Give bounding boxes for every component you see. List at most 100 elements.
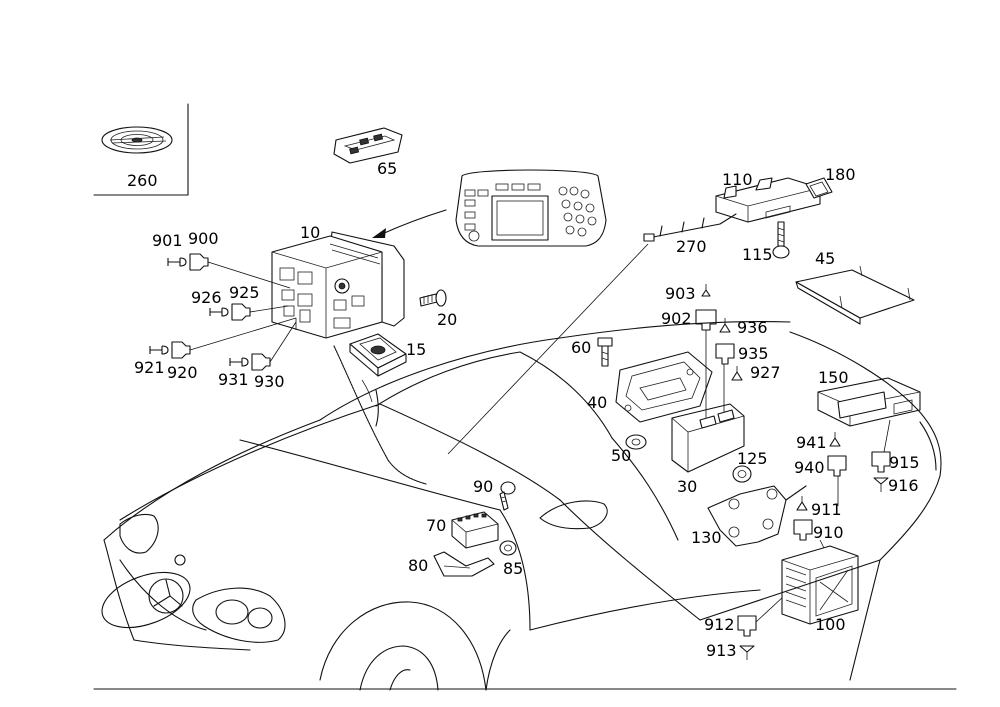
label-941: 941	[796, 433, 827, 452]
connector-941-icon	[829, 432, 841, 447]
connector-920-icon	[171, 341, 191, 359]
connector-930-icon	[251, 353, 271, 371]
cd-frame	[93, 103, 189, 196]
remote-control-icon	[333, 127, 403, 164]
screw-115-icon	[772, 221, 790, 259]
leaders-30	[705, 330, 725, 418]
label-115: 115	[742, 245, 773, 264]
arrow-icon	[372, 209, 447, 238]
unit-150-icon	[817, 377, 921, 427]
cable-270-icon	[643, 213, 737, 242]
connectors-left	[149, 253, 271, 371]
label-270: 270	[676, 237, 707, 256]
module-70-icon	[451, 511, 499, 549]
connector-913-icon	[739, 645, 755, 660]
bracket-45-icon	[795, 265, 915, 325]
label-50: 50	[611, 446, 631, 465]
connector-910-icon	[793, 519, 813, 541]
connector-915-icon	[871, 451, 891, 473]
label-130: 130	[691, 528, 722, 547]
label-15: 15	[406, 340, 426, 359]
label-915: 915	[889, 453, 920, 472]
connector-911-icon	[796, 496, 808, 511]
control-unit-110-icon	[715, 177, 821, 223]
bracket-80-icon	[433, 551, 495, 577]
connectors-100	[737, 496, 827, 660]
label-911: 911	[811, 500, 842, 519]
label-260: 260	[127, 171, 158, 190]
connector-926-icon	[209, 307, 229, 317]
grommet-125-icon	[732, 465, 752, 483]
label-916: 916	[888, 476, 919, 495]
label-100: 100	[815, 615, 846, 634]
connector-900-icon	[189, 253, 209, 271]
connector-903-icon	[701, 284, 711, 297]
leader-270	[447, 243, 649, 455]
grommet-85-icon	[499, 540, 517, 556]
label-45: 45	[815, 249, 835, 268]
nut-50-icon	[625, 434, 647, 450]
label-70: 70	[426, 516, 446, 535]
connector-927-icon	[731, 366, 743, 381]
label-913: 913	[706, 641, 737, 660]
label-921: 921	[134, 358, 165, 377]
leaders-left	[189, 261, 297, 363]
label-927: 927	[750, 363, 781, 382]
part-labels: 260 65 10 901 900 926 925 921 920 931 93…	[127, 159, 920, 660]
label-910: 910	[813, 523, 844, 542]
label-912: 912	[704, 615, 735, 634]
connector-901-icon	[167, 257, 187, 267]
connector-935-icon	[715, 343, 735, 365]
label-90: 90	[473, 477, 493, 496]
label-40: 40	[587, 393, 607, 412]
cable-10	[333, 345, 427, 485]
connectors-center	[695, 284, 743, 381]
cd-disc-icon	[101, 126, 173, 154]
connector-912-icon	[737, 615, 757, 637]
label-30: 30	[677, 477, 697, 496]
connector-902-icon	[695, 309, 717, 331]
label-903: 903	[665, 284, 696, 303]
control-unit-30-icon	[671, 403, 745, 473]
label-125: 125	[737, 449, 768, 468]
label-900: 900	[188, 229, 219, 248]
label-150: 150	[818, 368, 849, 387]
connector-936-icon	[719, 318, 731, 333]
label-80: 80	[408, 556, 428, 575]
label-65: 65	[377, 159, 397, 178]
connector-916-icon	[873, 477, 889, 492]
label-931: 931	[218, 370, 249, 389]
label-935: 935	[738, 344, 769, 363]
bracket-130-icon	[707, 485, 807, 547]
label-20: 20	[437, 310, 457, 329]
label-901: 901	[152, 231, 183, 250]
connector-921-icon	[149, 345, 169, 355]
label-940: 940	[794, 458, 825, 477]
label-920: 920	[167, 363, 198, 382]
label-10: 10	[300, 223, 320, 242]
label-926: 926	[191, 288, 222, 307]
screw-icon	[419, 289, 447, 307]
bolt-60-icon	[597, 337, 613, 367]
label-110: 110	[722, 170, 753, 189]
label-180: 180	[825, 165, 856, 184]
car-outline-icon	[101, 321, 942, 691]
head-unit-faceplate-icon	[455, 169, 607, 247]
label-85: 85	[503, 559, 523, 578]
connector-940-icon	[827, 455, 847, 477]
label-930: 930	[254, 372, 285, 391]
label-902: 902	[661, 309, 692, 328]
bracket-40-icon	[615, 351, 713, 423]
connector-925-icon	[231, 303, 251, 321]
label-925: 925	[229, 283, 260, 302]
screw-90-icon	[499, 481, 516, 511]
amplifier-100-icon	[781, 545, 859, 625]
module-icon	[349, 333, 407, 377]
comand-unit-icon	[271, 231, 405, 339]
label-60: 60	[571, 338, 591, 357]
connector-931-icon	[229, 357, 249, 367]
label-936: 936	[737, 318, 768, 337]
connector-180-icon	[805, 177, 833, 199]
